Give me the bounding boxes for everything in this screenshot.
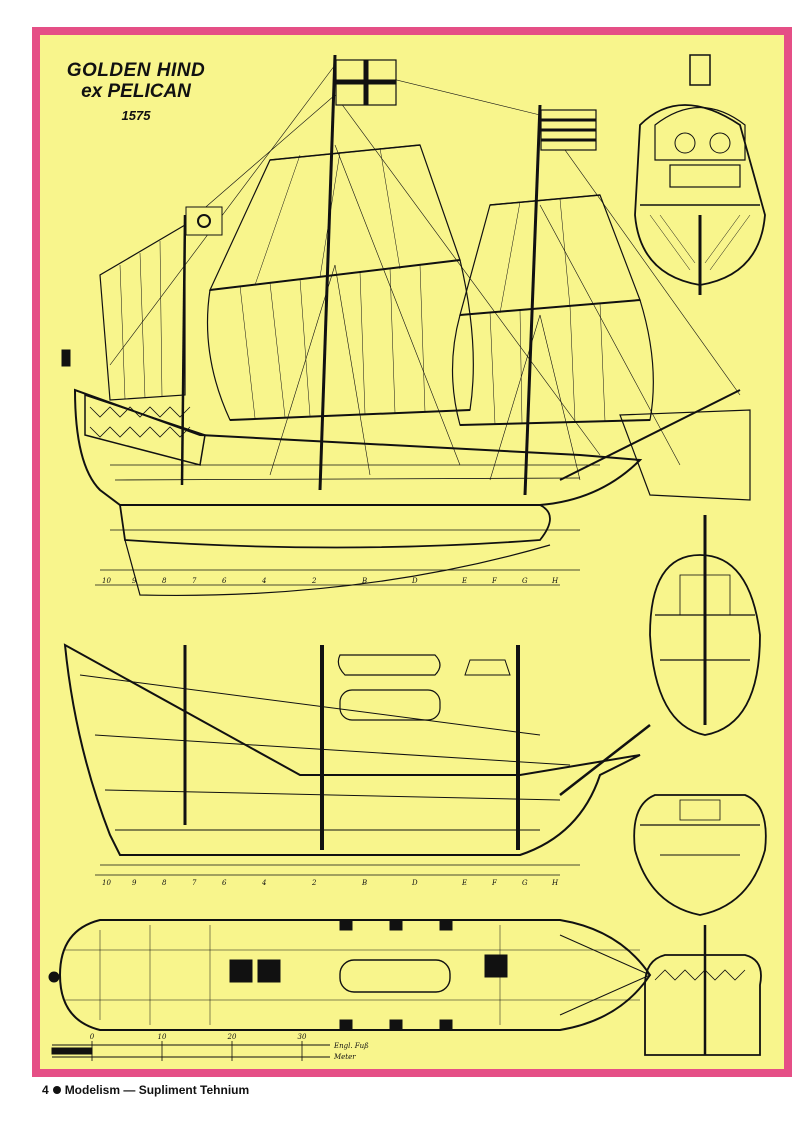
frame-mark: B (361, 879, 367, 887)
frame-mark: E (461, 577, 467, 585)
frame-mark: E (461, 879, 467, 887)
frame-mark: 4 (261, 879, 266, 887)
frame-mark: 10 (102, 577, 111, 585)
supplement-name: Supliment Tehnium (138, 1083, 250, 1097)
frame-mark: 7 (192, 879, 197, 887)
frame-mark: F (491, 577, 498, 585)
inboard-profile (63, 643, 651, 876)
bullet-dot-icon (52, 1086, 61, 1095)
stern-view (634, 54, 766, 295)
frame-mark: 2 (311, 577, 317, 585)
frame-marks-lower: 10 9 8 7 6 4 2 B D E F G H (102, 879, 559, 887)
scale-unit-meter: Meter (333, 1053, 356, 1061)
frame-mark: G (522, 879, 528, 887)
blueprint-sheet: 0 10 20 30 Engl. Fuß Meter 10 9 8 7 6 4 … (32, 27, 792, 1077)
ship-plan-drawing: 0 10 20 30 Engl. Fuß Meter 10 9 8 7 6 4 … (48, 54, 767, 1061)
frame-mark: 4 (261, 577, 266, 585)
publication-name: Modelism (64, 1083, 121, 1097)
scale-tick-0: 0 (90, 1033, 95, 1041)
frame-mark: H (551, 879, 559, 887)
frame-mark: 2 (311, 879, 317, 887)
scale-bar: 0 10 20 30 Engl. Fuß Meter (51, 1033, 369, 1061)
scale-tick-20: 20 (227, 1033, 237, 1041)
frame-mark: 9 (132, 879, 137, 887)
frame-mark: 9 (132, 577, 137, 585)
page-footer: 4 Modelism — Supliment Tehnium (42, 1083, 249, 1097)
ship-year: 1575 (121, 107, 151, 123)
ship-name: GOLDEN HIND (66, 60, 206, 81)
plan-title-block: GOLDEN HIND ex PELICAN 1575 (56, 60, 216, 123)
scale-unit-feet: Engl. Fuß (333, 1042, 369, 1050)
frame-mark: 10 (102, 879, 111, 887)
deck-plan (48, 919, 652, 1031)
page-number: 4 (42, 1083, 49, 1097)
frame-mark: D (411, 577, 418, 585)
frame-mark: 8 (162, 879, 167, 887)
footer-separator: — (123, 1083, 136, 1097)
frame-mark: G (522, 577, 528, 585)
scale-tick-30: 30 (298, 1033, 307, 1041)
cross-section-views (633, 515, 767, 1056)
frame-mark: H (551, 577, 559, 585)
frame-mark: F (491, 879, 498, 887)
frame-mark: 6 (222, 879, 227, 887)
frame-marks-upper: 10 9 8 7 6 4 2 B D E F G H (102, 577, 559, 585)
frame-mark: D (411, 879, 418, 887)
frame-mark: 7 (192, 577, 197, 585)
scale-tick-10: 10 (158, 1033, 167, 1041)
side-elevation-sail-plan (61, 54, 751, 597)
ship-former-name: ex PELICAN (81, 80, 191, 102)
frame-mark: 6 (222, 577, 227, 585)
frame-mark: 8 (162, 577, 167, 585)
frame-mark: B (361, 577, 367, 585)
